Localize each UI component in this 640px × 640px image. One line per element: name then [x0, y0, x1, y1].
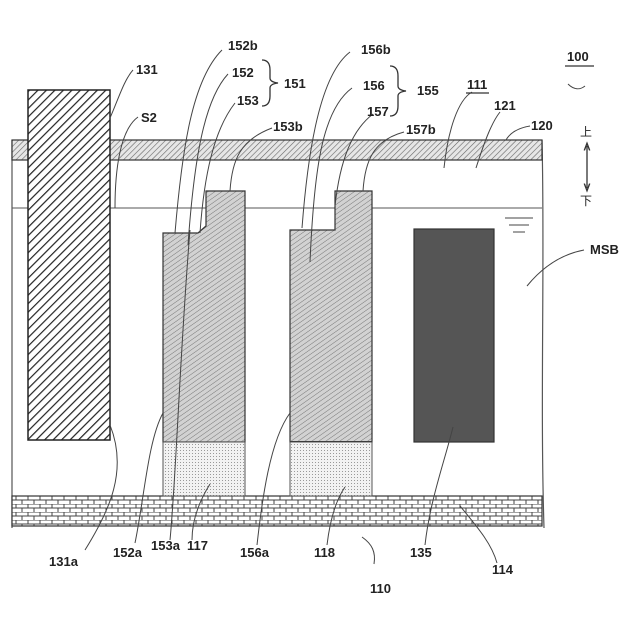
substrate-114 [12, 496, 542, 526]
dotted-region-118 [290, 442, 372, 496]
frame-right-edge [542, 140, 544, 528]
label-131: 131 [136, 62, 158, 77]
label-121: 121 [494, 98, 516, 113]
label-157b: 157b [406, 122, 436, 137]
brace-151 [262, 60, 278, 106]
label-131a: 131a [49, 554, 79, 569]
label-s2: S2 [141, 110, 157, 125]
brace-155 [390, 66, 406, 116]
label-152b: 152b [228, 38, 258, 53]
label-156b: 156b [361, 42, 391, 57]
label-118: 118 [314, 545, 335, 560]
label-153a: 153a [151, 538, 181, 553]
label-156a: 156a [240, 545, 270, 560]
element-135 [414, 229, 494, 442]
label-120: 120 [531, 118, 553, 133]
label-117: 117 [187, 538, 208, 553]
element-131 [28, 90, 110, 440]
label-direction-down: 下 [580, 194, 592, 208]
label-direction-up: 上 [580, 125, 592, 139]
label-114: 114 [492, 562, 514, 577]
label-153b: 153b [273, 119, 303, 134]
label-110: 110 [370, 581, 391, 596]
label-157: 157 [367, 104, 389, 119]
label-100: 100 [567, 49, 589, 64]
block-155 [290, 191, 372, 442]
level-symbol [505, 218, 533, 232]
label-135: 135 [410, 545, 432, 560]
label-153: 153 [237, 93, 259, 108]
label-155: 155 [417, 83, 439, 98]
label-152a: 152a [113, 545, 143, 560]
label-111: 111 [467, 77, 487, 92]
label-msb: MSB [590, 242, 619, 257]
label-152: 152 [232, 65, 254, 80]
label-156: 156 [363, 78, 385, 93]
label-151: 151 [284, 76, 306, 91]
